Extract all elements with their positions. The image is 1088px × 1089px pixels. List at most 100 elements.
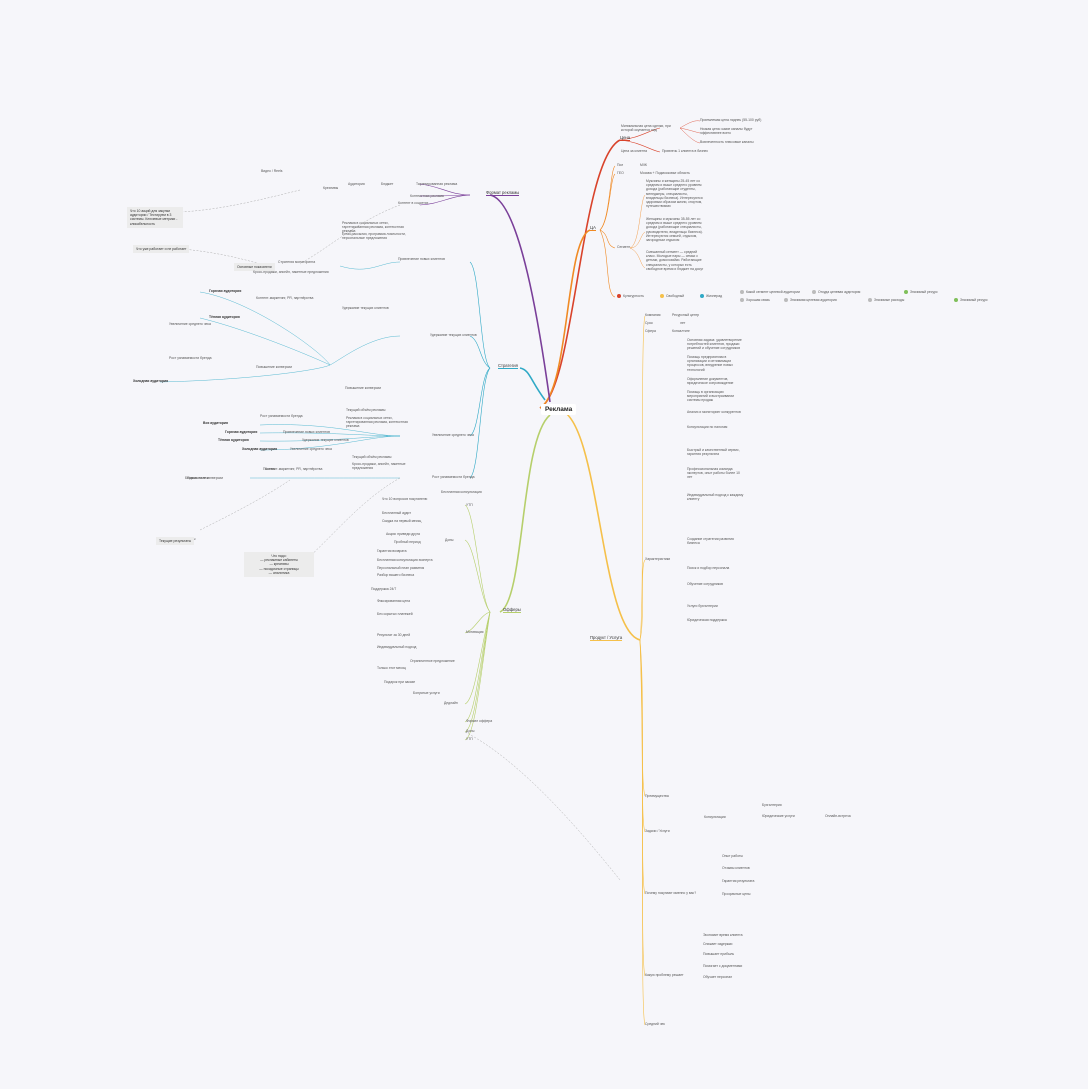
offer-u3[interactable]: Разбор вашего бизнеса — [377, 573, 415, 577]
format-f4[interactable]: Контент в соцсетях — [398, 201, 429, 205]
price-node-2[interactable]: Цена за клиента — [621, 149, 648, 153]
ca-geo-value[interactable]: Москва + Подмосковье область — [640, 171, 690, 175]
strategy-s4-text[interactable]: Контент-маркетинг, PR, партнёрства — [256, 296, 314, 300]
branch-format[interactable]: Формат рекламы — [486, 190, 520, 197]
strategy-s5[interactable]: Повышение конверсии — [256, 365, 293, 369]
offer-label-motiv[interactable]: Мотивация — [466, 630, 484, 634]
format-side3[interactable]: Бюджет — [381, 182, 394, 186]
offer-u4[interactable]: Поддержка 24/7 — [371, 587, 397, 591]
strategy-left-box[interactable]: Основные показатели — [234, 263, 275, 272]
product-niche-value[interactable]: Консалтинг — [672, 329, 690, 333]
product-point-8[interactable]: Профессиональная команда экспертов, опыт… — [687, 467, 740, 480]
ca-segment-2[interactable]: Женщины и мужчины 35-55 лет со средним и… — [646, 217, 703, 243]
price-node-1a[interactable]: Приемлемая цена лиднеь (55-100 руб) — [700, 118, 762, 122]
format-box5[interactable]: Что надо: — рекламные кабинеты — креатив… — [244, 552, 314, 578]
product-point-5[interactable]: Анализ и мониторинг конкурентов — [687, 410, 741, 414]
strategy-s3-label[interactable]: Увеличение среднего чека — [432, 433, 474, 437]
strategy-s1-text-b[interactable]: Реклама в социальных сетях, таргетирован… — [346, 416, 408, 429]
offer-u2[interactable]: Персональный план развития — [377, 566, 425, 570]
product-age[interactable]: Срок — [645, 321, 653, 325]
product-how-label[interactable]: Какую проблему решает — [645, 973, 684, 977]
ca-geo[interactable]: ГЕО — [617, 171, 624, 175]
format-f2[interactable]: Контекстная реклама — [410, 194, 444, 198]
offer-u6[interactable]: Без скрытых платежей — [377, 612, 413, 616]
strategy-tag-cold[interactable]: Холодная аудитория — [133, 379, 169, 383]
branch-ca[interactable]: ЦА — [590, 225, 596, 232]
price-node-2a[interactable]: Привлечь 1 клиента в бизнес — [662, 149, 709, 153]
product-point-7[interactable]: Быстрый и качественный сервис, гарантия … — [687, 448, 740, 457]
offer-label-comm[interactable]: Формат оффера — [466, 719, 493, 723]
strategy-s3[interactable]: Увеличение среднего чека — [169, 322, 211, 326]
strategy-left-label[interactable]: Стратегия мониторинга — [278, 260, 316, 264]
strategy-s5-text[interactable]: Повышение конверсии — [345, 386, 382, 390]
strategy-s1-b[interactable]: Привлечение новых клиентов — [283, 430, 330, 434]
strategy-tag-all[interactable]: Вся аудитория — [203, 421, 228, 425]
product-name-value[interactable]: Ресурсный центр — [672, 313, 700, 317]
ca-segment-label[interactable]: Сегмент — [617, 245, 631, 249]
offer-1a[interactable]: Что 10 вопросов покупателю — [382, 497, 428, 501]
format-box3[interactable]: Бюджет на тест — [185, 476, 210, 480]
strategy-s3-b[interactable]: Увеличение среднего чека — [290, 447, 332, 451]
strategy-s1[interactable]: Привлечение новых клиентов — [398, 257, 445, 261]
branch-offers[interactable]: Офферы — [503, 607, 521, 614]
price-node-1[interactable]: Минимальная цена сделки, при которой оку… — [621, 124, 671, 133]
offer-d2[interactable]: Бонусные услуги — [413, 691, 440, 695]
offer-u5[interactable]: Фиксированная цена — [377, 599, 410, 603]
price-node-1b[interactable]: Низкая цена: какие каналы будут эффектив… — [700, 127, 753, 136]
offer-4[interactable]: Акция: приведи друга — [386, 532, 420, 536]
strategy-s3-text-b[interactable]: Кросс-продажи, апсейл, пакетные предложе… — [352, 462, 406, 471]
product-why-2[interactable]: Отзывы клиентов — [722, 866, 750, 870]
root-node[interactable]: Реклама — [541, 404, 577, 415]
strategy-tag-cold-2[interactable]: Холодная аудитория — [242, 447, 278, 451]
strategy-tag-hot[interactable]: Горячая аудитория — [209, 289, 242, 293]
offer-label-unique2[interactable]: УТП — [466, 737, 473, 741]
strategy-s2-b[interactable]: Удержание текущих клиентов — [302, 438, 349, 442]
product-point-12[interactable]: Обучение сотрудников — [687, 582, 723, 586]
strategy-s6-b[interactable]: Текущий объём рекламы — [352, 455, 392, 459]
format-side1[interactable]: Аудитория — [348, 182, 365, 186]
offer-label-extra[interactable]: Допы — [445, 538, 454, 542]
product-how-2[interactable]: Снижает издержки — [703, 942, 733, 946]
strategy-s1-text[interactable]: Реклама в социальных сетях, таргетирован… — [342, 221, 404, 234]
product-why-4[interactable]: Прозрачные цены — [722, 892, 751, 896]
product-point-9[interactable]: Индивидуальный подход к каждому клиенту — [687, 493, 744, 502]
product-how-3[interactable]: Повышает прибыль — [703, 952, 735, 956]
product-descr-label[interactable]: Характеристики — [645, 557, 671, 561]
product-why-3[interactable]: Гарантия результата — [722, 879, 755, 883]
ca-segment-3[interactable]: Смешанный сегмент — средний класс. Молод… — [646, 250, 704, 271]
strategy-tag-warm[interactable]: Тёплая аудитория — [209, 315, 240, 319]
offer-label-timing[interactable]: Дедлайн — [444, 701, 458, 705]
strategy-s2-text[interactable]: Email-рассылки, программа лояльности, пе… — [342, 232, 406, 241]
product-tasks-extra[interactable]: Онлайн-встреча — [825, 814, 851, 818]
product-tasks-3[interactable]: Юридические услуги — [762, 814, 795, 818]
price-node-1c[interactable]: Вовлеченность плюсовые каналы — [700, 140, 754, 144]
offer-u8[interactable]: Индивидуальный подход — [377, 645, 417, 649]
strategy-tag-hot-2[interactable]: Горячая аудитория — [225, 430, 258, 434]
product-why-1[interactable]: Опыт работы — [722, 854, 743, 858]
product-point-1[interactable]: Основная задача: удовлетворение потребно… — [687, 338, 742, 351]
product-how-1[interactable]: Экономит время клиента — [703, 933, 743, 937]
offer-u1[interactable]: Бесплатная консультация эксперта — [377, 558, 433, 562]
strategy-s5-b[interactable]: Повышение конверсии — [187, 476, 224, 480]
product-point-6[interactable]: Консультации по налогам — [687, 425, 728, 429]
ca-sex[interactable]: Пол — [617, 163, 624, 167]
product-how-4[interactable]: Помогает с документами — [703, 964, 743, 968]
offer-m2[interactable]: Только этот месяц — [377, 666, 406, 670]
product-tasks-1[interactable]: Консультации — [704, 815, 726, 819]
offer-2[interactable]: Бесплатный аудит — [382, 511, 411, 515]
product-point-2[interactable]: Помощь предприятиям в организации и опти… — [687, 355, 733, 372]
product-name[interactable]: Компания — [645, 313, 661, 317]
strategy-s4-text-b[interactable]: Контент-маркетинг, PR, партнёрства — [265, 467, 323, 471]
offer-6[interactable]: Гарантия возврата — [377, 549, 407, 553]
branch-strategy[interactable]: Стратегия — [498, 363, 518, 370]
offer-3[interactable]: Скидка на первый месяц — [382, 519, 422, 523]
product-tasks-label[interactable]: Задачи / Услуги — [645, 829, 670, 833]
format-side2[interactable]: Креативы — [323, 186, 339, 190]
strategy-s2[interactable]: Удержание текущих клиентов — [342, 306, 389, 310]
product-point-3[interactable]: Оформление документов, юридическое сопро… — [687, 377, 734, 386]
product-point-13[interactable]: Услуги бухгалтерии — [687, 604, 718, 608]
branch-price[interactable]: Цена — [620, 135, 631, 142]
offer-1[interactable]: Бесплатная консультация — [441, 490, 482, 494]
strategy-s6[interactable]: Текущий объём рекламы — [346, 408, 386, 412]
strategy-s4[interactable]: Рост узнаваемости бренда — [169, 356, 212, 360]
